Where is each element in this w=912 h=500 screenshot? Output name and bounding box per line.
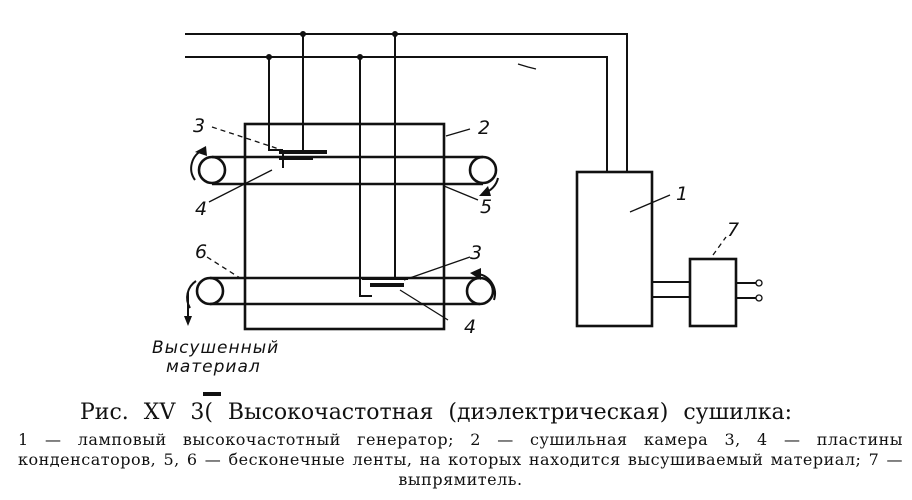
rectifier-connections [652, 279, 763, 302]
dryer-schematic: 3 2 4 5 6 3 4 1 7 Высушенный материал [152, 31, 763, 377]
rectifier [688, 257, 738, 328]
bottom-capacitor-wiring [359, 34, 396, 297]
label-3-bottom: 3 [470, 242, 482, 264]
figure-title: Высокочастотная (диэлектрическая) сушилк… [227, 400, 792, 425]
top-capacitor-plates [279, 150, 327, 168]
figure-number: XV 3( [143, 400, 213, 425]
caption-title-line: Рис. XV 3( Высокочастотная (диэлектричес… [80, 400, 900, 428]
hf-generator [575, 170, 654, 328]
figure-number-mark [203, 392, 221, 396]
bottom-conveyor-belt [184, 268, 496, 326]
dried-material-label-line1: Высушенный [152, 338, 279, 358]
label-4-bottom: 4 [464, 316, 476, 338]
label-6: 6 [195, 241, 207, 263]
caption-legend: 1 — ламповый высокочастотный генератор; … [18, 430, 903, 489]
supply-wires [185, 31, 628, 172]
label-4-top: 4 [195, 198, 207, 220]
label-3-top: 3 [193, 115, 205, 137]
label-5: 5 [480, 196, 492, 218]
top-conveyor-belt [190, 146, 499, 196]
drying-chamber [243, 122, 446, 331]
label-2: 2 [478, 117, 490, 139]
leader-lines [206, 126, 727, 321]
dried-material-label-line2: материал [166, 357, 261, 377]
top-capacitor-wiring [268, 34, 304, 152]
label-7: 7 [727, 219, 739, 241]
figure-prefix: Рис. [80, 400, 129, 425]
label-1: 1 [676, 183, 688, 205]
